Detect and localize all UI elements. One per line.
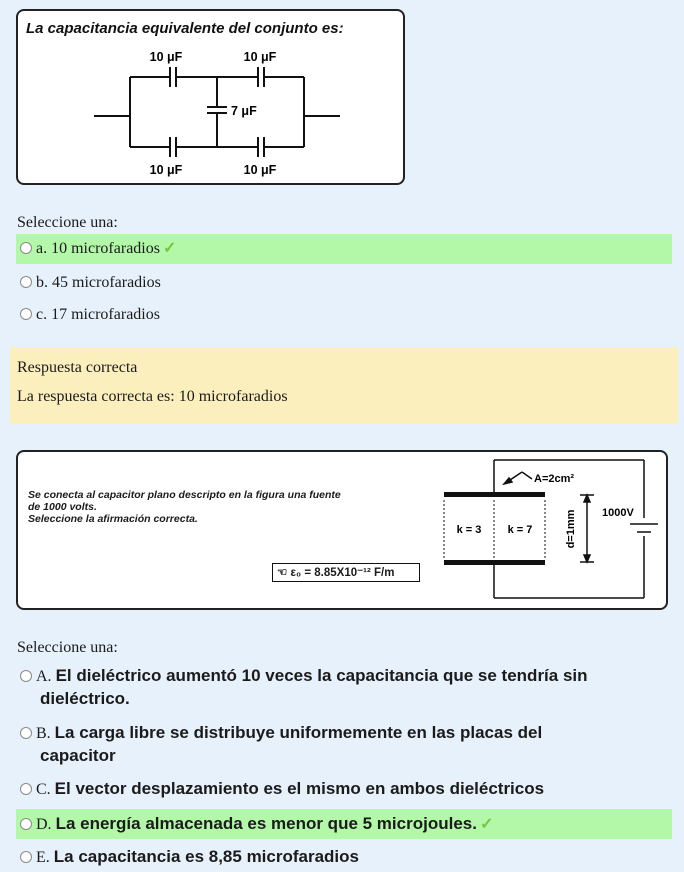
plate-capacitor-figure: Se conecta al capacitor plano descripto …	[16, 450, 668, 610]
hand-icon: ☜	[277, 567, 288, 579]
area-label: A=2cm²	[534, 473, 574, 485]
option-text: 10 microfaradios	[51, 240, 160, 257]
radio-button[interactable]	[20, 727, 32, 739]
answer-option-a[interactable]: a. 10 microfaradios✓	[16, 234, 672, 264]
radio-button[interactable]	[20, 242, 32, 254]
option-letter: C.	[36, 781, 51, 798]
check-icon: ✓	[162, 240, 177, 257]
radio-button[interactable]	[20, 818, 32, 830]
c-top-right-label: 10 μF	[244, 50, 277, 64]
figure-title: La capacitancia equivalente del conjunto…	[26, 20, 344, 37]
question-statement: Se conecta al capacitor plano descripto …	[28, 489, 423, 525]
radio-button[interactable]	[20, 851, 32, 863]
option-text-continued: capacitor	[40, 746, 116, 765]
statement-line: de 1000 volts.	[28, 501, 97, 513]
option-text: La carga libre se distribuye uniformemen…	[54, 723, 543, 742]
radio-button[interactable]	[20, 670, 32, 682]
option-letter: b.	[36, 274, 48, 291]
statement-line: Se conecta al capacitor plano descripto …	[28, 489, 341, 501]
plate-capacitor-diagram: A=2cm² k = 3 k = 7 d=1mm 1000V	[443, 459, 658, 599]
capacitor-circuit-diagram: 10 μF 10 μF 7 μF 10 μF 10 μF	[94, 50, 340, 177]
k1-label: k = 3	[457, 524, 482, 536]
option-letter: D.	[36, 816, 52, 833]
feedback-correct-answer: La respuesta correcta es: 10 microfaradi…	[17, 388, 288, 405]
option-letter: B.	[36, 725, 51, 742]
option-text: 45 microfaradios	[52, 274, 161, 291]
radio-button[interactable]	[20, 783, 32, 795]
option-text: La energía almacenada es menor que 5 mic…	[55, 814, 477, 833]
option-text: 17 microfaradios	[51, 306, 160, 323]
option-text-continued: dieléctrico.	[40, 689, 130, 708]
option-text: El vector desplazamiento es el mismo en …	[54, 779, 545, 798]
answer-option-D[interactable]: D. La energía almacenada es menor que 5 …	[16, 809, 672, 839]
feedback-panel: Respuesta correcta La respuesta correcta…	[10, 347, 678, 424]
answer-option-A[interactable]: A. El dieléctrico aumentó 10 veces la ca…	[16, 663, 672, 712]
option-text: El dieléctrico aumentó 10 veces la capac…	[55, 666, 588, 685]
k2-label: k = 7	[508, 524, 533, 536]
option-letter: E.	[36, 849, 50, 866]
select-prompt: Seleccione una:	[17, 639, 118, 656]
option-letter: c.	[36, 306, 48, 323]
permittivity-constant-box: ☜ ε₀ = 8.85X10⁻¹² F/m	[272, 563, 420, 582]
capacitor-network-figure: La capacitancia equivalente del conjunto…	[16, 9, 405, 185]
statement-line: Seleccione la afirmación correcta.	[28, 513, 198, 525]
c-middle-label: 7 μF	[231, 104, 257, 118]
answer-option-b[interactable]: b. 45 microfaradios	[16, 268, 672, 298]
answer-option-C[interactable]: C. El vector desplazamiento es el mismo …	[16, 775, 672, 803]
voltage-label: 1000V	[602, 507, 634, 519]
check-icon: ✓	[479, 816, 494, 833]
answer-option-B[interactable]: B. La carga libre se distribuye uniforme…	[16, 720, 672, 769]
c-bottom-right-label: 10 μF	[244, 163, 277, 177]
option-letter: a.	[36, 240, 48, 257]
answer-option-c[interactable]: c. 17 microfaradios	[16, 300, 672, 330]
permittivity-value: ε₀ = 8.85X10⁻¹² F/m	[290, 567, 395, 579]
radio-button[interactable]	[20, 308, 32, 320]
option-letter: A.	[36, 668, 52, 685]
feedback-status: Respuesta correcta	[17, 359, 138, 376]
distance-label: d=1mm	[565, 509, 577, 548]
c-top-left-label: 10 μF	[150, 50, 183, 64]
select-prompt: Seleccione una:	[17, 214, 118, 231]
answer-option-E[interactable]: E. La capacitancia es 8,85 microfaradios	[16, 843, 672, 871]
radio-button[interactable]	[20, 276, 32, 288]
c-bottom-left-label: 10 μF	[150, 163, 183, 177]
